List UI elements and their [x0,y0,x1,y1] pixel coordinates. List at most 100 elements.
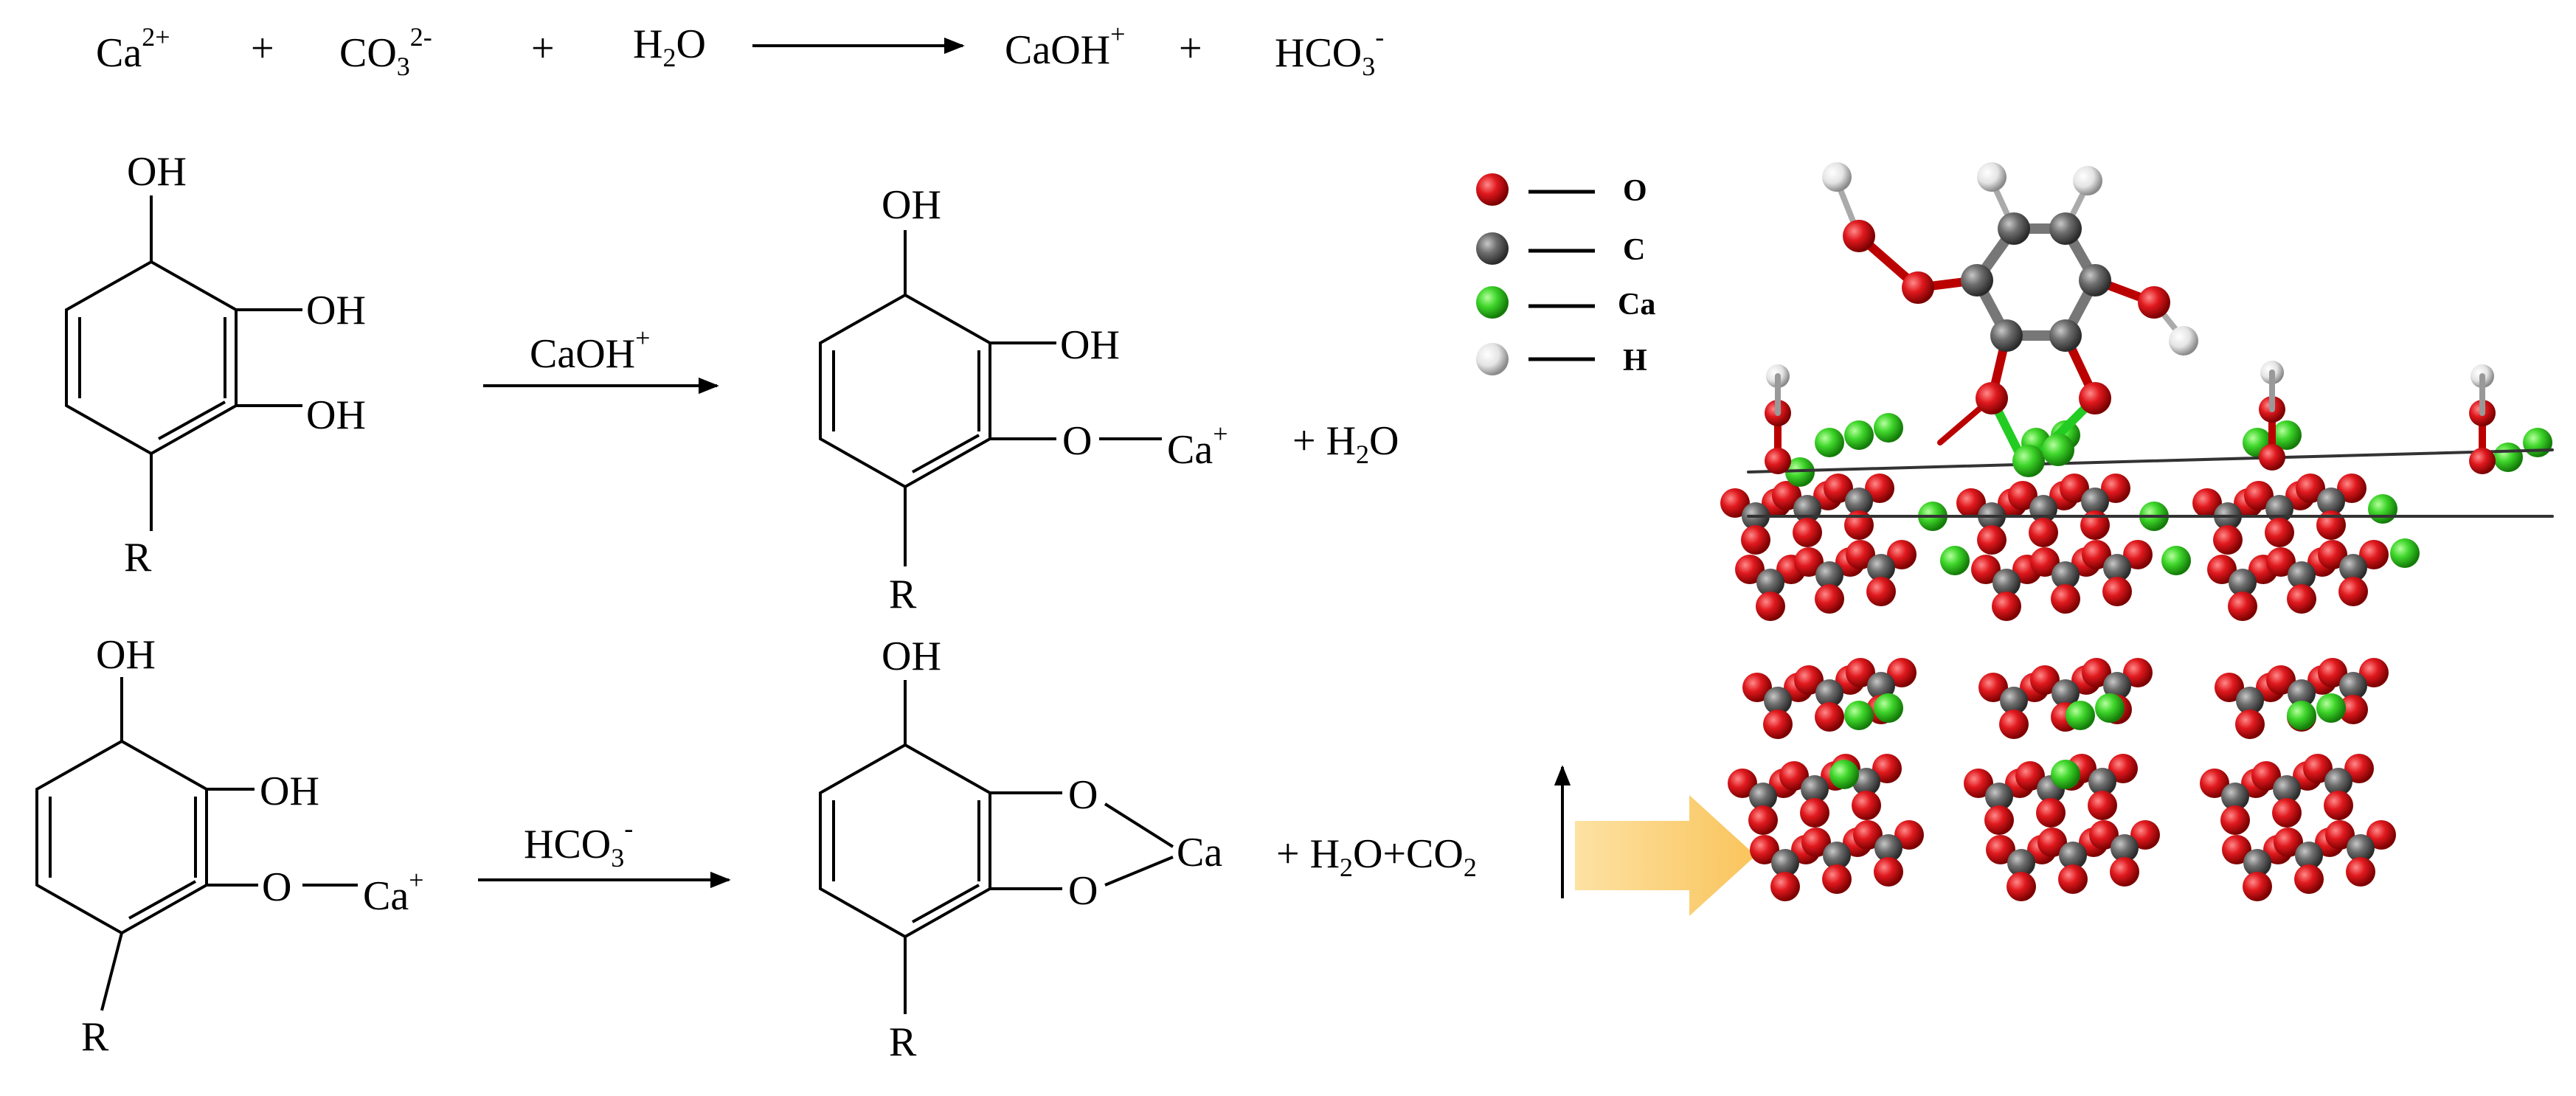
r2-reactant-oh-low: OH [306,392,366,438]
r2-reactant-r: R [124,535,152,580]
o-atom [2294,864,2324,894]
o-atom [1853,820,1883,850]
reaction1-caoh: CaOH+ [1005,19,1126,73]
c-atom [1985,783,2013,811]
ca-atom [1815,428,1844,457]
o-atom [1728,769,1757,798]
o-atom [1976,382,2008,415]
o-atom [1765,448,1791,474]
ca-atom [2012,445,2045,477]
ca-atom [1829,760,1859,789]
c-atom [1961,264,1993,296]
r2-product-ca: Ca+ [1167,419,1228,473]
o-atom [2008,481,2037,510]
o-atom [1815,702,1844,732]
ca-atom [2095,693,2125,723]
c-atom [1815,561,1843,589]
r3-reactant-ca: Ca+ [363,865,424,919]
o-atom [1874,857,1903,887]
r2-reactant-oh-mid: OH [306,288,366,333]
o-atom [1824,474,1853,503]
o-atom [1800,798,1829,828]
r2-byproduct: + H2O [1292,418,1399,469]
o-atom [2243,872,2272,901]
c-atom [2273,775,2301,803]
legend-label-h: H [1623,344,1647,378]
o-atom [2130,820,2160,850]
ca-atom [2390,538,2420,568]
o-atom [2007,872,2036,901]
c-atom [1867,554,1895,582]
o-atom [1756,592,1785,621]
c-atom [2347,834,2375,862]
o-atom [2030,665,2060,695]
c-atom [2317,488,2345,516]
reaction1-plus2: + [531,26,555,72]
reaction3-product-ring [819,680,1174,1014]
r3-product-r: R [889,1019,917,1065]
o-atom [2015,761,2045,791]
r3-reagent: HCO3- [524,814,634,873]
legend-label-o: O [1623,174,1647,208]
c-atom [2339,554,2367,582]
ca-atom [2316,693,2346,723]
r2-product-o: O [1062,418,1093,464]
o-atom [2303,754,2333,783]
c-atom [1749,783,1777,811]
r2-product-r: R [889,572,917,617]
o-atom [2274,828,2303,857]
o-atom [1984,805,2014,835]
ca-atom [2368,494,2397,524]
o-atom [2088,791,2117,820]
ca-atom [2042,434,2074,466]
o-atom [1894,820,1924,850]
ca-atom [1844,701,1874,730]
o-atom [2058,864,2088,894]
c-atom [2111,834,2139,862]
r3-reactant-oh-mid: OH [260,769,319,814]
ca-atom [1874,693,1903,723]
o-atom [1846,658,1875,687]
o-atom [2338,577,2368,606]
c-atom [2059,842,2087,870]
o-atom [2272,798,2302,828]
o-atom [2265,518,2294,547]
ca-atom [2272,420,2302,450]
r3-reactant-o: O [262,864,292,910]
o-atom [1999,710,2029,739]
r3-product-ca: Ca [1177,830,1223,875]
o-atom [2338,695,2368,724]
o-atom [1887,658,1917,687]
r3-product-oh-top: OH [882,634,941,679]
h-atom [1977,162,2007,192]
o-atom [1793,518,1822,547]
o-atom [2030,547,2060,577]
r2-reactant-oh-top: OH [127,149,187,195]
o-atom [1763,710,1793,739]
ca-atom [2493,443,2523,472]
r3-product-o2: O [1068,868,1098,914]
o-atom [2138,286,2170,319]
o-atom [2228,592,2257,621]
r2-product-oh-top: OH [882,182,941,228]
o-atom [2259,444,2285,471]
o-atom [2287,584,2316,614]
o-atom [1872,754,1902,783]
o-atom [2235,710,2265,739]
o-atom [2200,769,2229,798]
o-atom [1846,540,1875,569]
r2-product-oh-mid: OH [1060,322,1120,368]
c-atom [1990,319,2023,352]
o-atom [1770,872,1800,901]
o-atom [1794,547,1824,577]
reaction1-plus3: + [1179,26,1202,72]
c-atom [2052,561,2080,589]
o-atom [2192,488,2222,518]
r3-product-o1: O [1068,772,1098,818]
c-atom [2243,849,2271,877]
o-atom [2036,798,2066,828]
c-atom [1801,775,1829,803]
c-atom [1845,488,1873,516]
o-atom [1843,220,1875,252]
o-atom [2060,474,2089,503]
